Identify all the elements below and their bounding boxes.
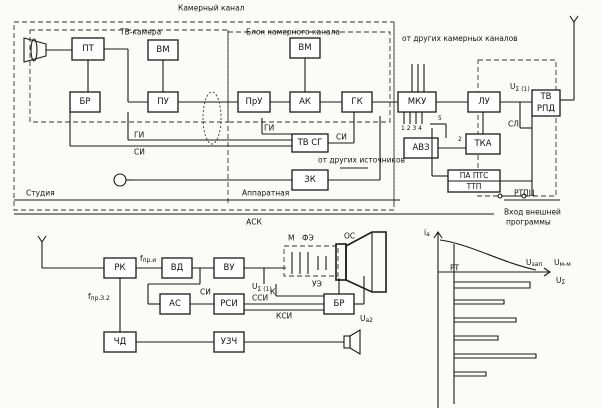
block-mku-label: МКУ	[408, 97, 427, 107]
label-ot-drugih-kamernyh: от других камерных каналов	[402, 34, 518, 43]
label-gi-2: ГИ	[264, 124, 274, 133]
block-vu-label: ВУ	[223, 263, 235, 273]
block-vm-1-label: ВМ	[156, 45, 169, 55]
block-vm-2-label: ВМ	[298, 43, 311, 53]
block-tv-sg-label: ТВ СГ	[297, 138, 323, 148]
label-rtpc: РТПЦ	[514, 189, 535, 198]
label-graph-rt: РТ	[450, 264, 460, 273]
block-tv-rpd	[531, 89, 561, 117]
block-tka-label: ТКА	[473, 139, 491, 149]
block-br-1	[69, 91, 101, 113]
block-zk-label: ЗК	[304, 175, 315, 185]
block-br-2-label: БР	[334, 299, 345, 309]
label-graph-u-sigma: UΣ	[556, 276, 566, 286]
tv-kamera-frame	[29, 29, 229, 123]
block-pa-pts-label: ПА ПТС	[460, 171, 489, 180]
label-studiya: Студия	[26, 189, 55, 198]
characteristic-graph	[433, 231, 551, 408]
label-si-3: СИ	[200, 288, 211, 297]
loudspeaker-icon	[343, 329, 361, 355]
block-uzch-label: УЗЧ	[221, 337, 237, 347]
label-ue: УЭ	[312, 280, 322, 289]
label-vhod-vneshnei: Вход внешней	[504, 208, 561, 217]
label-graph-i: iа	[424, 228, 430, 238]
label-ot-drugih-istochnikov: от других источников	[318, 156, 405, 165]
label-f-top: fпр.и	[140, 254, 156, 264]
label-num-5: 5	[438, 115, 442, 122]
label-f-bot: fпр.З.2	[88, 292, 110, 302]
block-tv-rpd-label-2: РПД	[537, 104, 556, 114]
label-ksi: КСИ	[276, 312, 292, 321]
block-lu-label: ЛУ	[478, 97, 490, 107]
block-tv-rpd-label-1: ТВ	[539, 92, 551, 102]
label-graph-u-m: Uм-м	[554, 258, 571, 268]
label-sl: СЛ	[508, 120, 519, 129]
label-kamernyi-kanal: Камерный канал	[178, 4, 245, 13]
kinescope-icon	[283, 231, 387, 293]
block-avz-label: АВЗ	[412, 143, 429, 153]
microphone-icon	[113, 173, 127, 187]
label-ask: АСК	[246, 218, 262, 227]
block-ak-label: АК	[299, 97, 311, 107]
label-programmy: программы	[506, 218, 551, 227]
kamernyi-kanal-frame	[13, 21, 395, 211]
block-ttp-label: ТТП	[466, 182, 482, 191]
block-vd-label: ВД	[171, 263, 184, 273]
camera-lens-icon	[23, 37, 72, 63]
block-rsi-label: РСИ	[220, 299, 237, 309]
label-ssi: ССИ	[252, 294, 268, 303]
top-wiring	[69, 15, 579, 199]
block-gk-label: ГК	[351, 97, 362, 107]
label-m: М	[288, 234, 294, 243]
label-u-sigma-bot: UΣ (1)	[252, 282, 272, 293]
label-blok-kamernogo-kanala: Блок камерного канала	[246, 28, 340, 37]
label-os: ОС	[344, 232, 355, 241]
label-apparatnaya: Аппаратная	[242, 189, 289, 198]
block-rk-label: РК	[114, 263, 125, 273]
block-br-1-label: БР	[80, 97, 91, 107]
label-si-1: СИ	[134, 148, 145, 157]
block-as-label: АС	[169, 299, 181, 309]
cable-bundle-marker	[202, 91, 222, 145]
label-gi-1: ГИ	[134, 131, 144, 140]
label-si-2: СИ	[336, 133, 347, 142]
block-pu-label: ПУ	[157, 97, 169, 107]
label-k: К	[270, 288, 276, 297]
label-u-a2: Uа2	[360, 314, 373, 324]
label-u-sigma-top: UΣ (1)	[510, 82, 530, 93]
label-tv-kamera: ТВ-камера	[119, 28, 161, 37]
block-pru-label: ПрУ	[246, 97, 264, 107]
blok-kamernogo-kanala-frame	[227, 31, 391, 123]
label-num-2: 2	[458, 136, 462, 143]
label-fe: ФЭ	[302, 234, 314, 243]
receiver-wiring	[37, 235, 365, 343]
label-graph-u-zap: Uзап	[526, 258, 542, 268]
block-pt-label: ПТ	[82, 44, 94, 54]
block-chd-label: ЧД	[114, 337, 127, 347]
label-num-1234: 1 2 3 4	[401, 125, 422, 132]
